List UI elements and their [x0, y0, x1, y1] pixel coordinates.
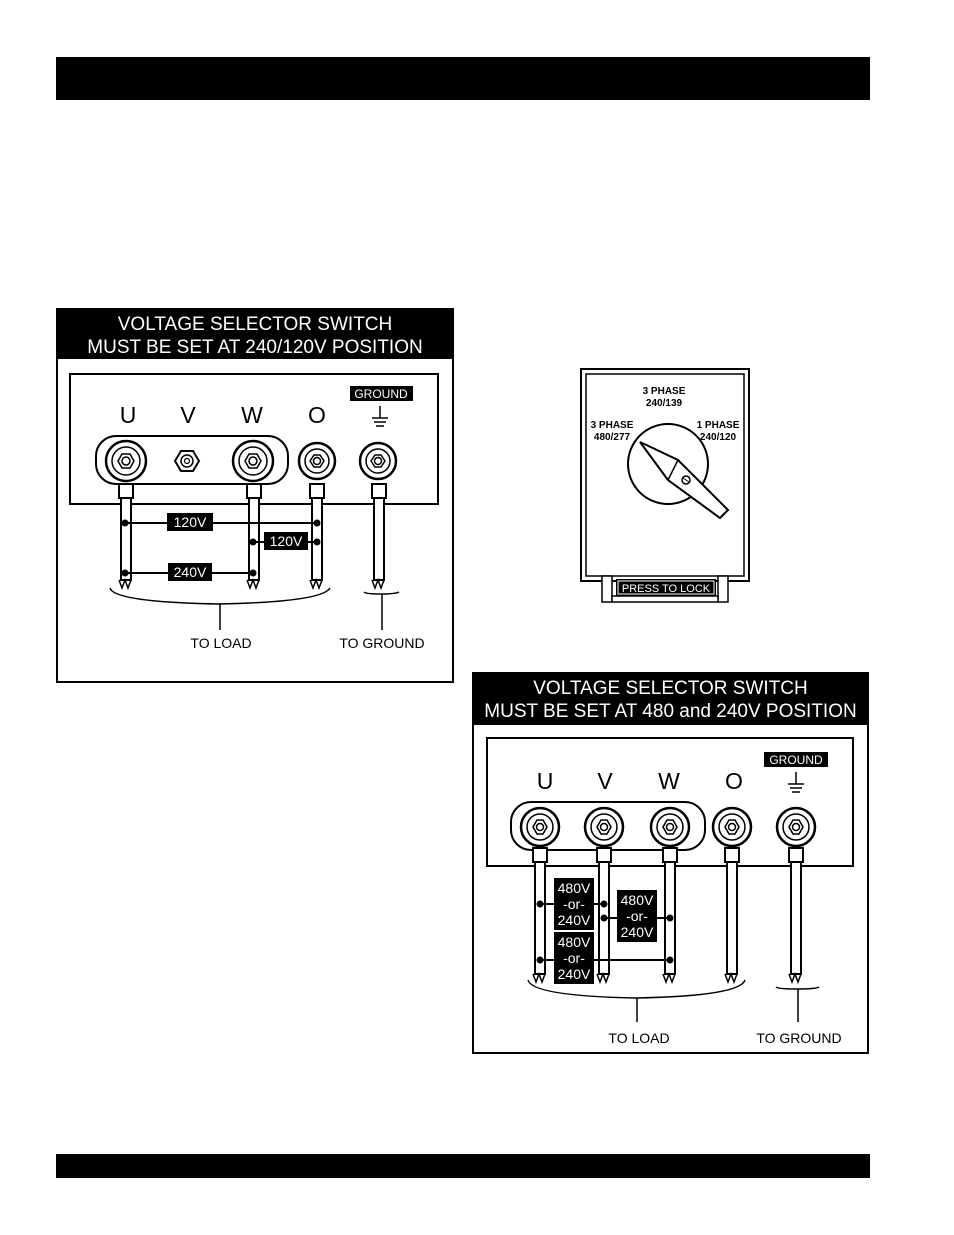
label-120v-top: 120V [174, 514, 207, 530]
measure-dot [313, 519, 321, 527]
diagram-480-240-panel: VOLTAGE SELECTOR SWITCH MUST BE SET AT 4… [472, 672, 869, 1054]
press-to-lock-label: PRESS TO LOCK [622, 583, 711, 595]
terminal-w-nut [231, 439, 275, 483]
to-ground-label: TO GROUND [756, 1030, 841, 1046]
switch-top-label-line1: 3 PHASE [643, 386, 686, 397]
voltage-label-3-line2: -or- [563, 950, 585, 966]
to-ground-label: TO GROUND [339, 635, 424, 651]
measure-dot [666, 914, 674, 922]
header-bar [56, 57, 870, 100]
voltage-label-3-box [554, 932, 594, 984]
ground-badge-label: GROUND [769, 753, 823, 767]
terminal-o-label: O [308, 402, 326, 428]
cable-o [309, 483, 325, 591]
measure-dot [600, 914, 608, 922]
panel-b-title: VOLTAGE SELECTOR SWITCH MUST BE SET AT 4… [474, 674, 867, 725]
voltage-label-1-line2: -or- [563, 896, 585, 912]
switch-left-label-line2: 480/277 [594, 432, 631, 443]
measure-dot [536, 956, 544, 964]
measure-dot [600, 900, 608, 908]
ground-symbol-icon [788, 772, 804, 793]
terminal-o-nut [711, 806, 753, 848]
voltage-label-3-line1: 480V [558, 934, 591, 950]
panel-b-title-line2: MUST BE SET AT 480 and 240V POSITION [484, 701, 857, 722]
terminal-u-nut [104, 439, 148, 483]
diagram-240-120-panel: VOLTAGE SELECTOR SWITCH MUST BE SET AT 2… [56, 308, 454, 683]
switch-left-label-line1: 3 PHASE [591, 420, 634, 431]
terminal-u-nut [519, 806, 561, 848]
terminal-u-label: U [120, 402, 137, 428]
load-bracket [109, 587, 331, 605]
terminal-v-label: V [180, 402, 196, 428]
panel-a-title: VOLTAGE SELECTOR SWITCH MUST BE SET AT 2… [58, 310, 452, 359]
measure-dot [313, 538, 321, 546]
switch-right-label-line2: 240/120 [700, 432, 737, 443]
label-120v-right: 120V [270, 533, 303, 549]
cable-u [532, 847, 548, 985]
terminal-v-label: V [597, 768, 613, 794]
voltage-label-1-line3: 240V [558, 912, 591, 928]
cable-ground [371, 483, 387, 591]
switch-right-label-line1: 1 PHASE [697, 420, 740, 431]
measure-dot [666, 956, 674, 964]
ground-badge [350, 386, 413, 401]
voltage-label-2-line2: -or- [626, 908, 648, 924]
voltage-label-2-box [617, 890, 657, 942]
voltage-label-2-line1: 480V [621, 892, 654, 908]
selector-switch-drawing: 3 PHASE 240/139 3 PHASE 480/277 1 PHASE … [580, 368, 750, 603]
cable-ground [788, 847, 804, 985]
voltage-label-1-line1: 480V [558, 880, 591, 896]
voltage-label-2-line3: 240V [621, 924, 654, 940]
terminal-o-nut [297, 441, 337, 481]
voltage-selector-switch: 3 PHASE 240/139 3 PHASE 480/277 1 PHASE … [580, 368, 750, 604]
panel-b-title-line1: VOLTAGE SELECTOR SWITCH [533, 678, 808, 699]
measure-dot [121, 569, 129, 577]
switch-top-label-line2: 240/139 [646, 398, 683, 409]
wiring-diagram-b: U V W O GROUND [486, 737, 854, 1046]
ground-bracket [775, 986, 820, 990]
terminal-w-label: W [658, 768, 680, 794]
panel-a-title-line2: MUST BE SET AT 240/120V POSITION [87, 337, 423, 358]
measure-dot [249, 538, 257, 546]
label-120v-right-box [264, 532, 308, 550]
measure-dot [249, 569, 257, 577]
terminal-link-bracket [95, 435, 289, 485]
terminal-o-label: O [725, 768, 743, 794]
ground-badge-label: GROUND [354, 387, 408, 401]
ground-badge [764, 752, 828, 767]
terminal-ground-nut [775, 806, 817, 848]
measure-dot [536, 900, 544, 908]
terminal-w-label: W [241, 402, 263, 428]
terminal-v-nut [583, 806, 625, 848]
cable-u [118, 483, 134, 591]
label-240v-box [168, 563, 212, 581]
footer-bar [56, 1154, 870, 1178]
ground-symbol-icon [372, 406, 388, 427]
press-to-lock-button[interactable] [616, 579, 716, 596]
terminal-w-nut [649, 806, 691, 848]
to-load-label: TO LOAD [608, 1030, 669, 1046]
wiring-diagram-a: U V W O GROUND [69, 373, 439, 651]
voltage-label-1-box [554, 878, 594, 930]
terminal-u-label: U [537, 768, 554, 794]
terminal-ground-nut [358, 441, 398, 481]
ground-bracket [363, 591, 400, 595]
label-120v-top-box [167, 513, 213, 531]
panel-a-title-line1: VOLTAGE SELECTOR SWITCH [117, 314, 393, 335]
cable-o [724, 847, 740, 985]
terminal-v-nut [173, 450, 201, 472]
to-load-label: TO LOAD [190, 635, 251, 651]
label-240v: 240V [174, 564, 207, 580]
voltage-label-3-line3: 240V [558, 966, 591, 982]
load-bracket [527, 979, 746, 999]
measure-dot [121, 519, 129, 527]
switch-knob[interactable] [639, 441, 730, 520]
